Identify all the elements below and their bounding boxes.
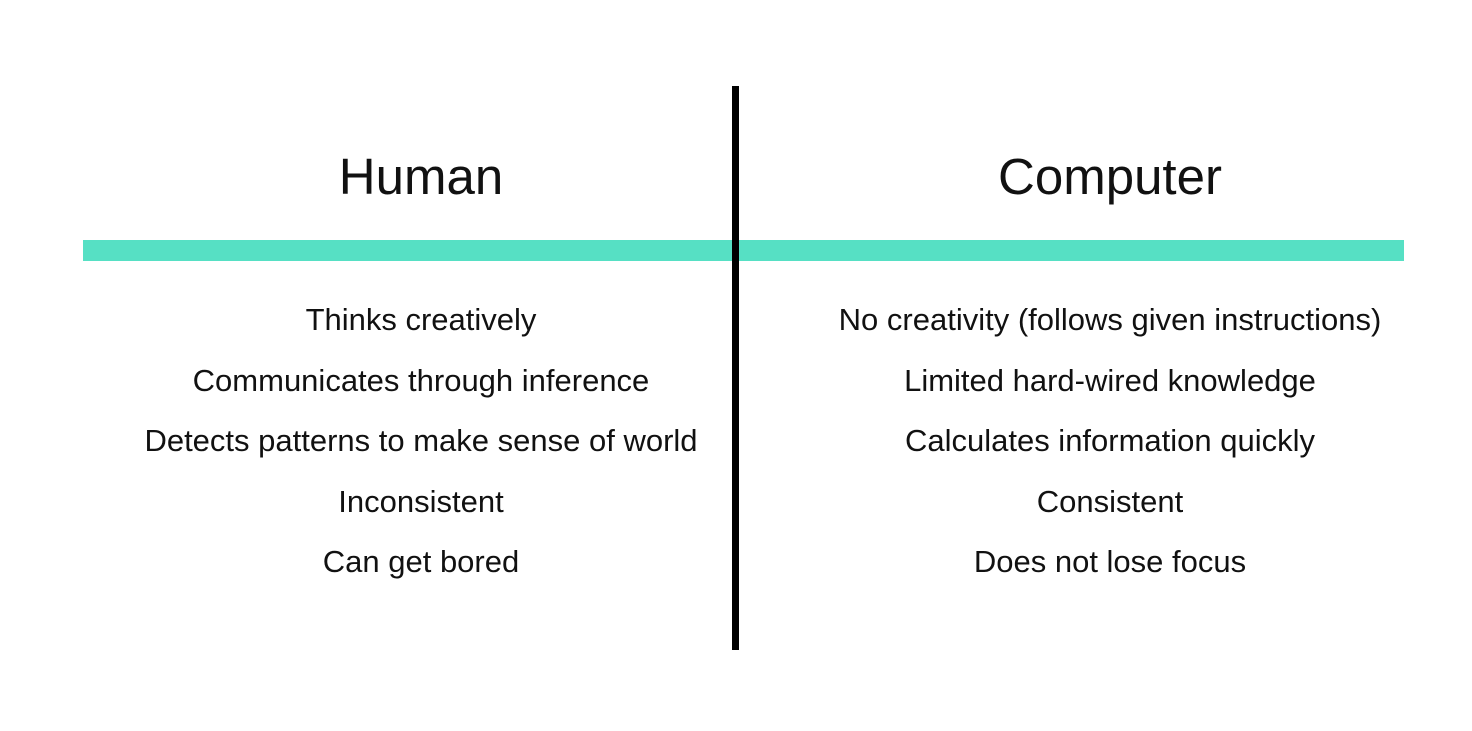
computer-column-title: Computer <box>998 148 1222 205</box>
human-trait-item: Communicates through inference <box>192 362 650 398</box>
computer-trait-item: Consistent <box>1036 483 1184 519</box>
human-trait-item: Inconsistent <box>338 483 504 519</box>
human-trait-item: Can get bored <box>322 544 520 579</box>
header-underline-bar <box>83 240 1404 261</box>
computer-trait-item: No creativity (follows given instruction… <box>838 302 1382 337</box>
human-trait-item: Thinks creatively <box>305 302 537 337</box>
human-trait-item: Detects patterns to make sense of world <box>144 423 698 458</box>
human-column-title: Human <box>338 148 504 205</box>
computer-trait-item: Limited hard-wired knowledge <box>904 362 1316 398</box>
human-traits-list: Thinks creatively Communicates through i… <box>110 290 732 593</box>
computer-traits-list: No creativity (follows given instruction… <box>790 290 1430 593</box>
computer-trait-item: Calculates information quickly <box>904 423 1316 458</box>
vertical-divider-line <box>732 86 739 650</box>
computer-trait-item: Does not lose focus <box>973 544 1247 579</box>
